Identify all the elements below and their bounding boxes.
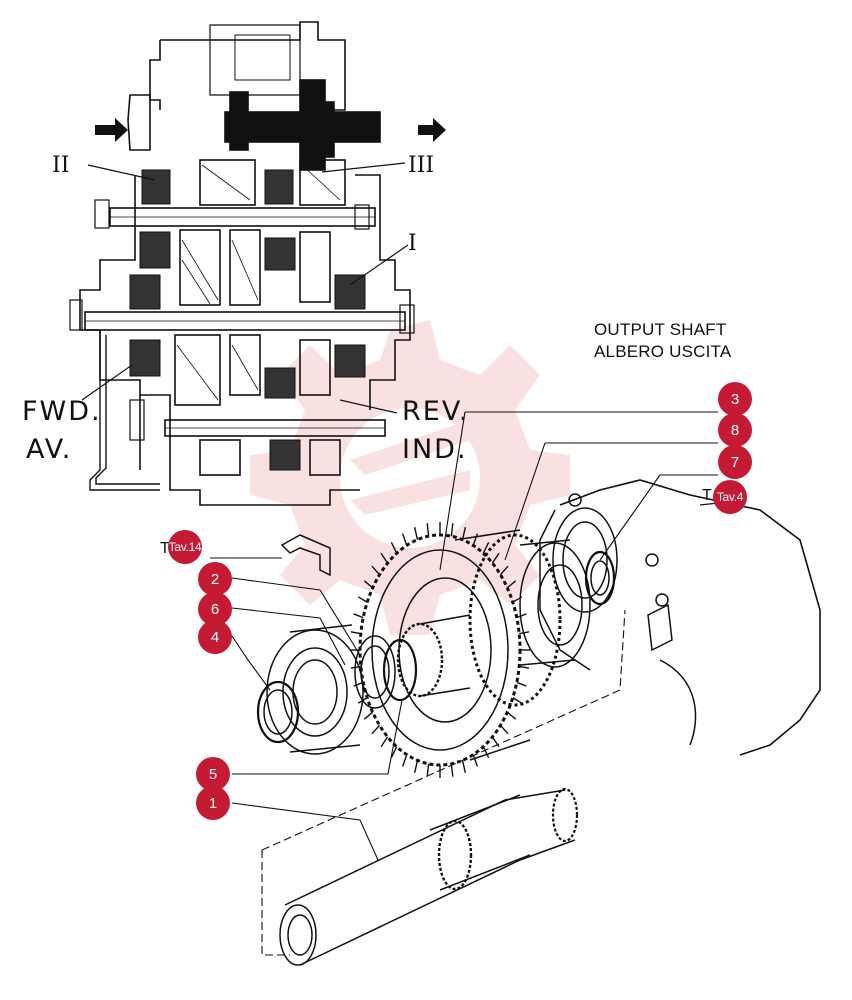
gear-tooth [380, 552, 389, 564]
gearbox-cross-section [69, 21, 446, 506]
gear-teeth [350, 522, 530, 778]
gear-tooth [482, 746, 490, 758]
gear-tooth [519, 631, 530, 635]
callout-7[interactable]: 7 [718, 445, 752, 479]
gear-tooth [357, 596, 368, 603]
callout-5[interactable]: 5 [196, 757, 230, 791]
gear-tooth [461, 527, 467, 540]
gear-tooth [506, 580, 517, 589]
gear-tooth [357, 697, 368, 704]
callout-2[interactable]: 2 [198, 562, 232, 596]
gear-tooth [512, 596, 523, 603]
gear-tooth [512, 697, 523, 704]
gear-tooth [450, 523, 454, 537]
gear-tooth [491, 736, 500, 748]
gear-tooth [491, 552, 500, 564]
gear-tooth [353, 613, 364, 619]
gear-tooth [506, 711, 517, 720]
gear-tooth [472, 754, 479, 767]
gear-tooth [353, 681, 364, 687]
gear-tooth [472, 533, 479, 546]
gear-tooth [519, 665, 530, 669]
ref-tav4-text: T [702, 487, 712, 504]
gear-tooth [363, 711, 374, 720]
callout-3[interactable]: 3 [718, 382, 752, 416]
label-rev: REV. [402, 396, 469, 427]
gear-tooth [426, 523, 430, 537]
gear-tooth [482, 542, 490, 554]
callout-4[interactable]: 4 [198, 620, 232, 654]
gear-tooth [390, 542, 398, 554]
gear-tooth [401, 754, 408, 767]
ref-badge-tav4[interactable]: Tav.4 [713, 480, 747, 514]
gear-tooth [516, 681, 527, 687]
gear-tooth [380, 736, 389, 748]
label-gear-3: III [408, 153, 434, 178]
gear-tooth [350, 665, 361, 669]
label-gear-2: II [52, 153, 69, 178]
label-av: AV. [26, 434, 72, 465]
gear-tooth [371, 724, 381, 735]
gear-tooth [499, 724, 509, 735]
label-gear-1: I [408, 231, 417, 256]
callout-1[interactable]: 1 [196, 786, 230, 820]
callout-8[interactable]: 8 [718, 413, 752, 447]
gear-tooth [426, 763, 430, 777]
gear-tooth [390, 746, 398, 758]
label-fwd: FWD. [22, 396, 102, 427]
diagram-title-en: OUTPUT SHAFT [594, 320, 727, 339]
gear-tooth [516, 613, 527, 619]
gear-tooth [461, 760, 467, 773]
diagram-title-it: ALBERO USCITA [594, 342, 732, 361]
gear-tooth [371, 565, 381, 576]
gear-tooth [401, 533, 408, 546]
gear-tooth [450, 763, 454, 777]
ref-badge-tav14[interactable]: Tav.14 [168, 530, 202, 564]
label-ind: IND. [402, 434, 468, 465]
gear-tooth [499, 565, 509, 576]
gear-tooth [363, 580, 374, 589]
gear-tooth [413, 760, 419, 773]
gear-tooth [350, 631, 361, 635]
gear-tooth [413, 527, 419, 540]
